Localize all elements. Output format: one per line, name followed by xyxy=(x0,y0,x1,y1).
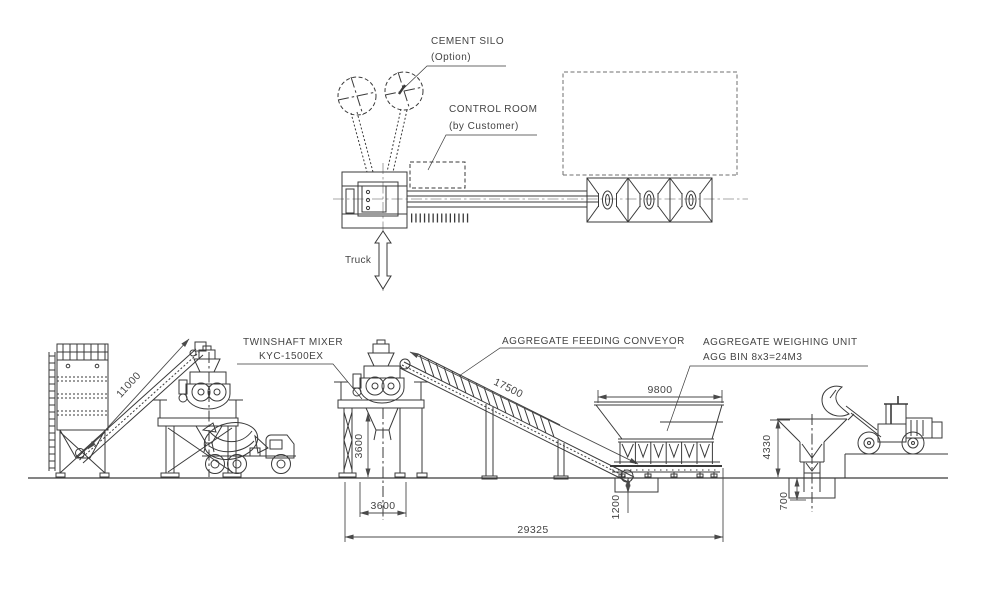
plan-cement-silos xyxy=(337,71,424,173)
truck-direction-arrow: Truck xyxy=(345,230,392,290)
twinshaft-mixer-callout: TWINSHAFT MIXER KYC-1500EX xyxy=(237,337,363,400)
dim-overall-length: 29325 xyxy=(344,468,724,542)
dim-29325: 29325 xyxy=(517,524,548,536)
left-mixer-tower xyxy=(153,345,243,478)
plan-feeding-conveyor xyxy=(407,190,598,208)
twinshaft-mixer-label: TWINSHAFT MIXER xyxy=(243,337,343,348)
dim-3600-vertical: 3600 xyxy=(353,434,365,459)
feeding-conveyor-label: AGGREGATE FEEDING CONVEYOR xyxy=(502,336,685,347)
twinshaft-mixer-model: KYC-1500EX xyxy=(259,351,323,362)
feeding-conveyor-callout: AGGREGATE FEEDING CONVEYOR xyxy=(458,336,685,377)
dim-1200: 1200 xyxy=(610,495,622,520)
feeding-conveyor-elevation xyxy=(399,353,659,493)
plan-view: Truck CEMENT SILO (Option) CONTROL ROOM … xyxy=(333,36,748,293)
weighing-unit-label: AGGREGATE WEIGHING UNIT xyxy=(703,337,858,348)
dim-700: 700 xyxy=(778,492,790,511)
weighing-unit-spec: AGG BIN 8x3=24M3 xyxy=(703,352,802,363)
plan-aggregate-storage-area xyxy=(562,71,738,176)
control-room-callout: CONTROL ROOM (by Customer) xyxy=(427,104,537,171)
weighing-unit-callout: AGGREGATE WEIGHING UNIT AGG BIN 8x3=24M3 xyxy=(666,337,868,432)
cement-silo-label: CEMENT SILO xyxy=(431,36,504,47)
dim-tower-span: 3600 xyxy=(359,482,407,517)
control-room-note: (by Customer) xyxy=(449,121,519,132)
cement-silo-note: (Option) xyxy=(431,52,471,63)
control-room-label: CONTROL ROOM xyxy=(449,104,537,115)
dim-conveyor-length: 17500 xyxy=(409,351,639,465)
cement-silo-callout: CEMENT SILO (Option) xyxy=(398,36,506,95)
loading-hopper xyxy=(776,414,848,512)
plan-control-room xyxy=(409,161,466,189)
dim-3600-horizontal: 3600 xyxy=(371,500,396,512)
dim-17500: 17500 xyxy=(492,376,525,400)
dim-conveyor-pit: 1200 xyxy=(610,477,631,520)
elevation-view: 11000 xyxy=(28,336,948,542)
dim-weighing-unit-width: 9800 xyxy=(597,384,723,403)
dim-hopper-height: 4330 xyxy=(761,419,790,478)
dim-loading-pit: 700 xyxy=(778,477,806,511)
plan-aggregate-bins xyxy=(586,177,713,223)
cement-silo-elevation xyxy=(48,343,110,478)
dim-4330: 4330 xyxy=(761,435,773,460)
dim-tower-height: 3600 xyxy=(353,412,371,478)
plan-mixer-block xyxy=(341,171,408,229)
aggregate-weighing-unit xyxy=(594,401,724,478)
wheel-loader xyxy=(821,385,948,478)
truck-mixer xyxy=(201,422,296,474)
truck-label: Truck xyxy=(345,255,372,266)
dim-11000: 11000 xyxy=(114,370,143,401)
dim-9800: 9800 xyxy=(648,384,673,396)
